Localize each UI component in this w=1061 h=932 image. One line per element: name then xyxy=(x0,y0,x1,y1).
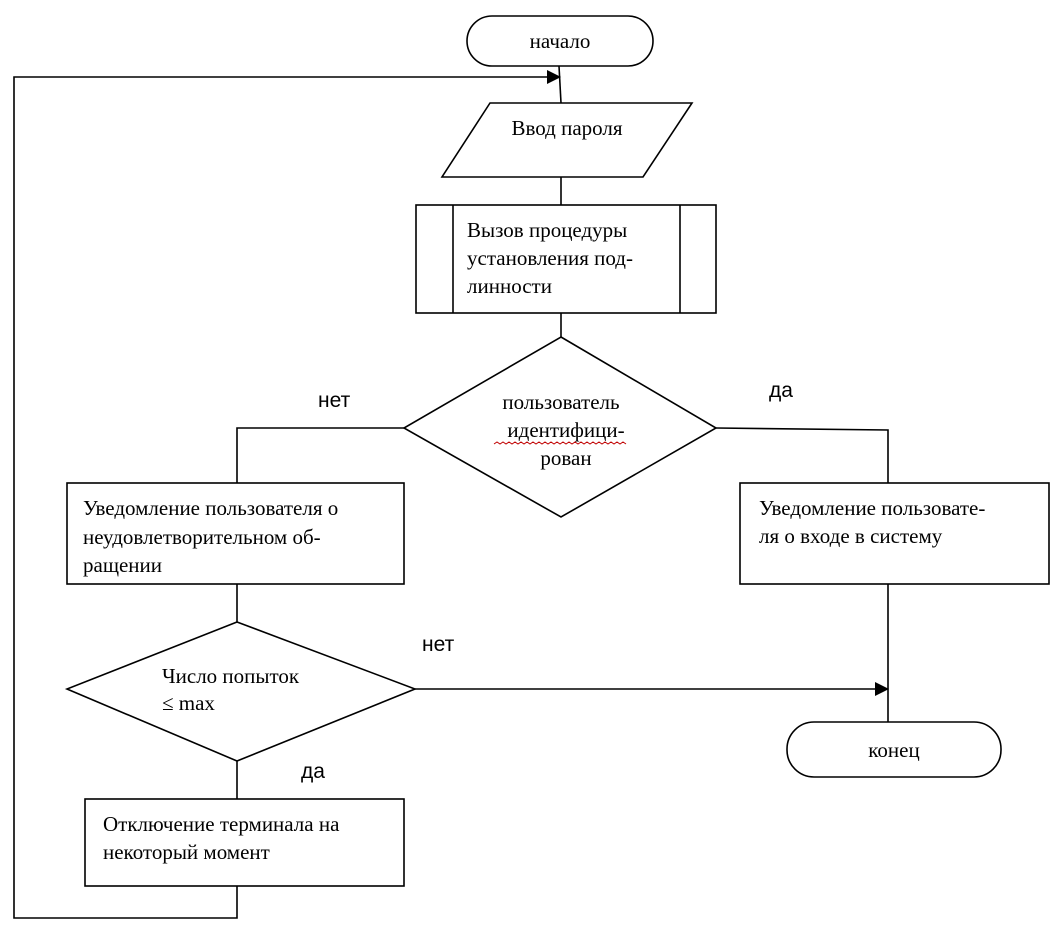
password-input-node: Ввод пароля xyxy=(440,102,694,178)
user-identified-line-3: рован xyxy=(540,446,591,470)
password-input-label: Ввод пароля xyxy=(511,116,622,140)
attempts-line-1: Число попыток xyxy=(162,664,300,688)
start-label: начало xyxy=(530,29,591,53)
attempts-yes-label: да xyxy=(301,760,325,783)
arrow-head-loop-back xyxy=(547,70,561,84)
decision-yes-label: да xyxy=(769,379,793,402)
end-label: конец xyxy=(868,738,919,762)
user-identified-line-2: идентифици- xyxy=(507,418,624,442)
edge-start-to-input xyxy=(558,65,562,104)
disable-terminal-line-2: некоторый момент xyxy=(103,840,270,864)
auth-procedure-line-2: установления под- xyxy=(467,246,633,270)
notify-failure-line-2: неудовлетворительном об- xyxy=(83,525,321,549)
disable-terminal-line-1: Отключение терминала на xyxy=(103,812,340,836)
auth-procedure-line-1: Вызов процедуры xyxy=(467,218,627,242)
start-terminator: начало xyxy=(466,15,654,67)
notify-login-line-1: Уведомление пользовате- xyxy=(759,496,985,520)
disable-terminal-node: Отключение терминала на некоторый момент xyxy=(84,798,405,887)
spellcheck-underline xyxy=(493,441,627,445)
user-identified-decision: пользователь идентифици- рован xyxy=(402,336,718,518)
user-identified-line-1: пользователь xyxy=(502,390,619,414)
edge-decision-no-branch xyxy=(236,427,404,483)
notify-failure-line-1: Уведомление пользователя о xyxy=(83,496,338,520)
notify-failure-line-3: ращении xyxy=(83,553,162,577)
notify-failure-node: Уведомление пользователя о неудовлетвори… xyxy=(66,482,405,585)
attempts-line-2: ≤ max xyxy=(162,691,215,715)
end-terminator: конец xyxy=(786,721,1002,778)
notify-login-node: Уведомление пользовате- ля о входе в сис… xyxy=(739,482,1050,585)
notify-login-line-2: ля о входе в систему xyxy=(759,524,943,548)
arrow-head-to-end-line xyxy=(875,682,889,696)
edge-loop-back-to-input xyxy=(13,76,548,919)
connectors xyxy=(13,65,889,919)
auth-procedure-node: Вызов процедуры установления под- линнос… xyxy=(415,204,717,314)
decision-no-label: нет xyxy=(318,389,351,412)
attempts-decision: Число попыток ≤ max xyxy=(64,621,418,762)
attempts-no-label: нет xyxy=(422,633,455,656)
edge-decision-yes-branch xyxy=(715,427,889,483)
auth-procedure-line-3: линности xyxy=(467,274,552,298)
